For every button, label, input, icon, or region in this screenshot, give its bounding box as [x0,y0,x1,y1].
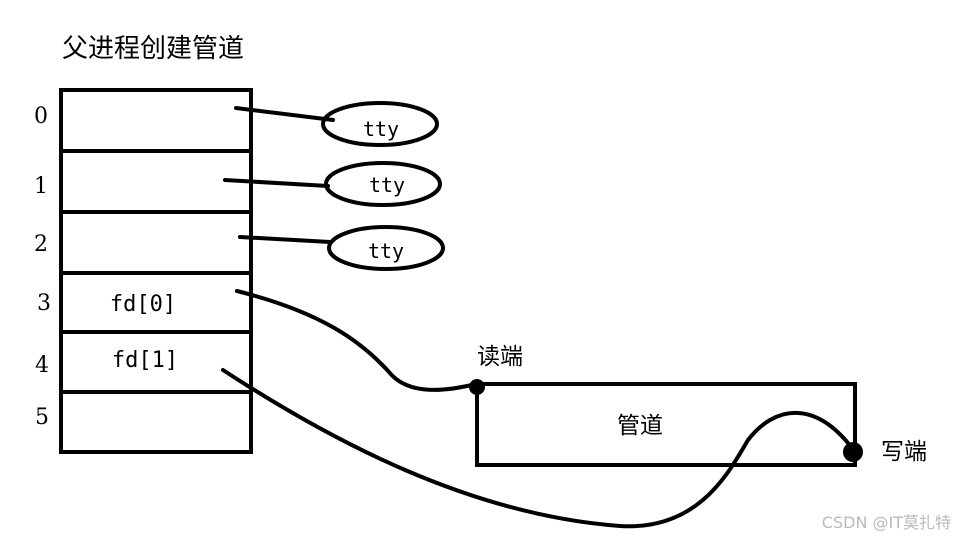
diagram-title: 父进程创建管道 [62,34,245,64]
read-end-dot [469,379,485,395]
fd-index-label: 5 [35,405,49,430]
fd-index-label: 3 [37,291,51,316]
pipe-box [475,382,857,467]
fd-index-label: 2 [34,232,48,257]
fd4-write-end-connector [221,368,854,529]
pipe: 管道 读端 写端 [475,344,927,467]
fd-index-label: 1 [34,174,48,199]
fd1-tty-connector [223,178,330,188]
tty-label: tty [368,239,404,263]
fd2-tty-connector [238,235,332,244]
tty-label: tty [369,173,405,197]
tty-nodes: tty tty tty [321,101,445,271]
tty-node [321,101,439,147]
fd-cell-labels: fd[0] fd[1] [110,292,178,373]
fd-index-label: 0 [34,104,48,129]
read-end-label: 读端 [477,344,523,370]
fd0-tty-connector [234,106,335,122]
watermark: CSDN @IT莫扎特 [821,513,951,532]
write-end-label: 写端 [881,439,927,465]
write-end-dot [843,442,863,462]
fd-cell-label: fd[1] [112,348,178,373]
fd3-read-end-connector [235,289,478,392]
pipe-label: 管道 [617,413,663,439]
tty-node [327,225,445,271]
fd-table [59,88,253,454]
tty-connectors [223,106,335,244]
pipe-connectors [221,289,854,529]
pipe-endpoints [469,379,863,462]
fd-index-label: 4 [35,353,49,378]
fd-index-labels: 0 1 2 3 4 5 [34,104,51,430]
tty-label: tty [363,117,399,141]
fd-cell-label: fd[0] [110,292,176,317]
